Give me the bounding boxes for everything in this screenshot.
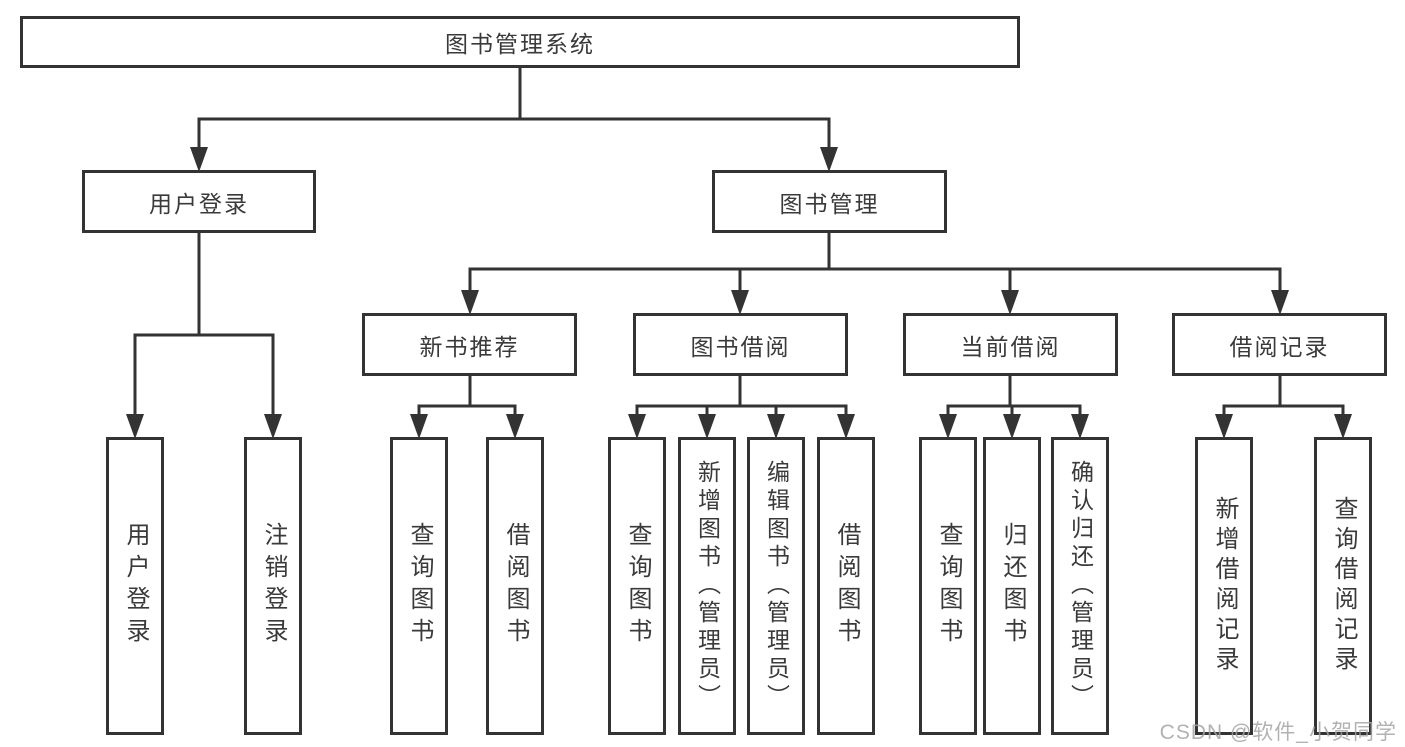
leaf-query-books-current: 查询图书	[919, 437, 977, 735]
leaf-logout-label: 注销登录	[260, 522, 287, 650]
leaf-query-borrow-record-label: 查询借阅记录	[1330, 496, 1357, 676]
connector-borrow-records-branch	[1222, 376, 1345, 416]
connector-new-book-branch	[417, 376, 517, 416]
leaf-query-books-borrow: 查询图书	[608, 437, 666, 735]
leaf-confirm-return-admin: 确认归还（管理员）	[1051, 437, 1109, 735]
leaf-logout: 注销登录	[244, 437, 302, 735]
leaf-confirm-return-admin-label: 确认归还（管理员）	[1067, 460, 1094, 712]
leaf-query-borrow-record: 查询借阅记录	[1314, 437, 1372, 735]
leaf-borrow-books-label: 借阅图书	[833, 522, 860, 650]
node-borrow-records-label: 借阅记录	[1229, 333, 1330, 360]
node-user-login: 用户登录	[82, 170, 316, 233]
node-new-book-recommend-label: 新书推荐	[419, 333, 520, 360]
leaf-query-books-borrow-label: 查询图书	[624, 522, 651, 650]
csdn-watermark: CSDN @软件_小贺同学	[1159, 721, 1397, 744]
leaf-borrow-books-recommend-label: 借阅图书	[502, 522, 529, 650]
node-book-management-label: 图书管理	[779, 190, 880, 217]
node-user-login-label: 用户登录	[149, 190, 249, 217]
leaf-user-login: 用户登录	[106, 437, 164, 735]
node-current-borrow-label: 当前借阅	[960, 333, 1061, 360]
leaf-return-book-label: 归还图书	[999, 522, 1026, 650]
leaf-add-book-admin: 新增图书（管理员）	[678, 437, 736, 735]
arrowheads	[126, 147, 1352, 439]
leaf-query-books-current-label: 查询图书	[935, 522, 962, 650]
leaf-return-book: 归还图书	[983, 437, 1041, 735]
leaf-edit-book-admin-label: 编辑图书（管理员）	[763, 460, 790, 712]
node-current-borrow: 当前借阅	[903, 313, 1118, 376]
connector-root-to-level2	[197, 68, 831, 150]
node-book-borrow: 图书借阅	[633, 313, 848, 376]
leaf-add-borrow-record: 新增借阅记录	[1195, 437, 1253, 735]
node-root: 图书管理系统	[20, 16, 1020, 68]
leaf-query-books-recommend: 查询图书	[390, 437, 448, 735]
node-book-borrow-label: 图书借阅	[690, 333, 791, 360]
node-root-label: 图书管理系统	[445, 31, 595, 57]
leaf-user-login-label: 用户登录	[122, 522, 149, 650]
leaf-borrow-books-recommend: 借阅图书	[486, 437, 544, 735]
leaf-borrow-books: 借阅图书	[817, 437, 875, 735]
connector-user-login-branch	[133, 233, 275, 416]
connector-book-borrow-branch	[635, 376, 848, 416]
node-new-book-recommend: 新书推荐	[362, 313, 577, 376]
node-borrow-records: 借阅记录	[1172, 313, 1387, 376]
node-book-management: 图书管理	[712, 170, 947, 233]
connector-current-borrow-branch	[946, 376, 1082, 416]
connector-book-management-branch	[468, 233, 1282, 292]
leaf-add-book-admin-label: 新增图书（管理员）	[694, 460, 721, 712]
leaf-edit-book-admin: 编辑图书（管理员）	[747, 437, 805, 735]
leaf-query-books-recommend-label: 查询图书	[406, 522, 433, 650]
leaf-add-borrow-record-label: 新增借阅记录	[1211, 496, 1238, 676]
